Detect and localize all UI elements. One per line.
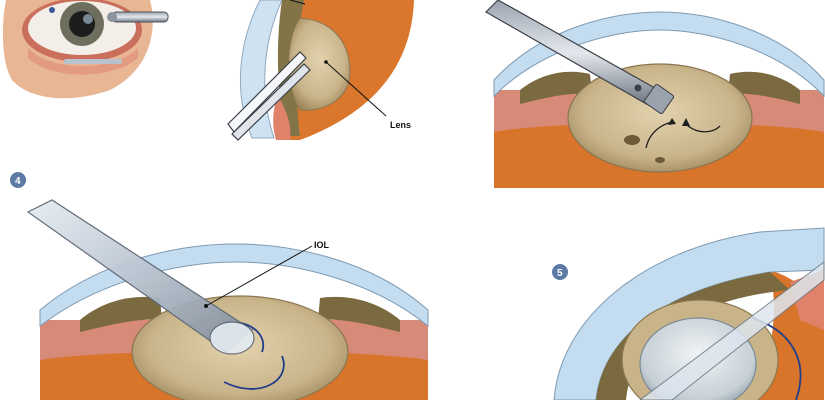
lens-body bbox=[288, 17, 351, 111]
leader-iol bbox=[205, 245, 313, 307]
step-badge-5: 5 bbox=[552, 264, 568, 280]
speculum-wire bbox=[64, 59, 122, 64]
iris-left bbox=[80, 296, 162, 332]
panel-4-iol-insertion: IOL bbox=[26, 199, 429, 400]
cornea-dome bbox=[493, 11, 825, 98]
step-badge-4: 4 bbox=[10, 172, 26, 188]
step-number-4: 4 bbox=[15, 176, 21, 187]
iris-right bbox=[728, 71, 800, 104]
step-number-5: 5 bbox=[557, 268, 563, 279]
panel-3-phaco bbox=[485, 0, 825, 188]
marker-dot bbox=[49, 7, 55, 13]
phaco-probe bbox=[485, 0, 675, 115]
injector-tip bbox=[639, 261, 825, 400]
tissue-pink bbox=[273, 96, 291, 140]
panel-2-lens-section: Lens bbox=[227, 0, 414, 141]
iol-haptic-1 bbox=[223, 355, 285, 390]
leader-lens bbox=[325, 61, 387, 117]
lower-lid bbox=[28, 48, 138, 75]
label-iol: IOL bbox=[314, 240, 330, 250]
iris-right bbox=[318, 296, 400, 332]
pupil bbox=[69, 11, 95, 37]
surgical-tool bbox=[227, 51, 311, 141]
label-lens: Lens bbox=[390, 120, 411, 130]
instrument-probe bbox=[107, 11, 169, 23]
panel-5-iol-placed bbox=[553, 227, 825, 400]
injector-cartridge bbox=[26, 199, 255, 355]
iris-left bbox=[520, 71, 592, 104]
leader-top bbox=[289, 0, 306, 5]
lens-nucleus bbox=[567, 63, 753, 173]
panel-1-eye-overview bbox=[2, 0, 169, 99]
flow-arrow-right bbox=[685, 123, 721, 133]
